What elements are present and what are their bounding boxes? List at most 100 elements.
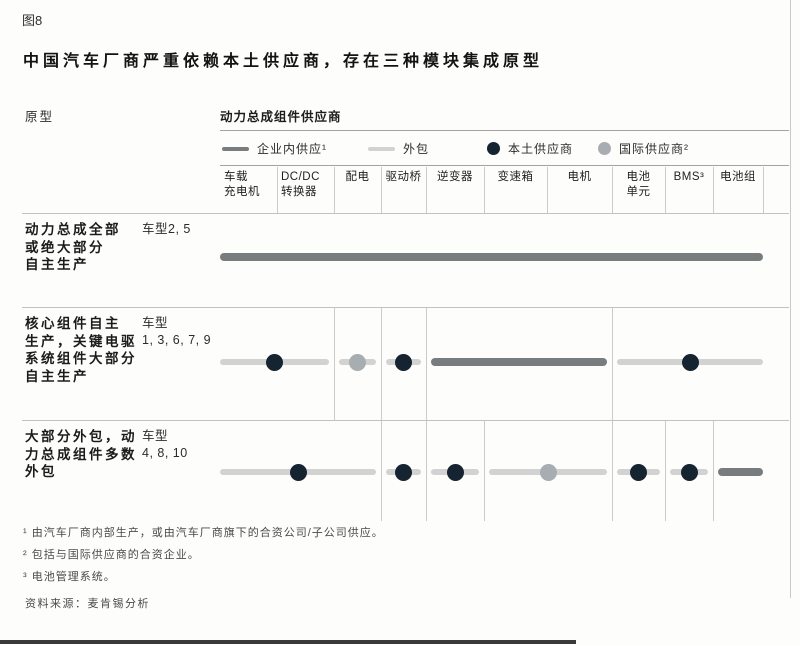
column-header: 电池单元 <box>612 170 665 200</box>
row-models: 车型 1, 3, 6, 7, 9 <box>142 315 211 349</box>
column-separator <box>484 421 485 521</box>
column-header: BMS³ <box>665 170 713 185</box>
row-models-line: 1, 3, 6, 7, 9 <box>142 333 212 347</box>
column-header-line: BMS³ <box>673 171 705 183</box>
local-supplier-dot <box>290 464 307 481</box>
in-house-supply-bar <box>220 253 763 261</box>
column-header-line: 驱动桥 <box>385 171 422 183</box>
row-divider <box>22 307 789 308</box>
in-house-supply-bar <box>431 358 607 366</box>
header-column-separator <box>763 167 764 213</box>
legend-label: 外包 <box>403 142 430 156</box>
scan-edge-bottom <box>0 640 576 644</box>
line-light-swatch-icon <box>368 146 395 151</box>
legend-bottom-rule <box>220 165 789 166</box>
row-models-line: 车型 <box>142 316 169 330</box>
international-supplier-dot <box>349 354 366 371</box>
row-archetype-line: 系统组件大部分 <box>25 351 137 366</box>
scan-edge-right <box>790 0 791 598</box>
row-divider <box>22 213 789 214</box>
column-header: 配电 <box>334 170 381 185</box>
column-separator <box>665 421 666 521</box>
header-column-separator <box>665 167 666 213</box>
local-supplier-dot <box>630 464 647 481</box>
row-archetype-line: 大部分外包，动 <box>25 429 137 444</box>
column-separator <box>713 421 714 521</box>
local-supplier-dot <box>447 464 464 481</box>
in-house-supply-bar <box>718 468 763 476</box>
column-header: 车载充电机 <box>224 170 277 200</box>
column-separator <box>426 421 427 521</box>
legend-label: 本土供应商 <box>508 142 574 156</box>
row-archetype-label: 核心组件自主生产，关键电驱系统组件大部分自主生产 <box>25 315 145 385</box>
column-header-line: 单元 <box>626 186 651 198</box>
local-supplier-dot <box>682 354 699 371</box>
row-archetype-line: 外包 <box>25 464 57 479</box>
local-supplier-dot <box>395 354 412 371</box>
legend-item: 外包 <box>368 140 429 157</box>
footnote: ² 包括与国际供应商的合资企业。 <box>23 549 200 561</box>
column-header-line: 变速箱 <box>497 171 534 183</box>
legend-label: 国际供应商² <box>619 142 689 156</box>
column-header-line: 电池 <box>626 171 651 183</box>
international-supplier-dot <box>540 464 557 481</box>
column-separator <box>334 308 335 420</box>
row-archetype-label: 大部分外包，动力总成组件多数外包 <box>25 428 145 481</box>
column-header-line: 转换器 <box>281 186 317 198</box>
row-models-line: 车型2, 5 <box>142 222 191 236</box>
header-column-separator <box>334 167 335 213</box>
column-header-line: 车载 <box>224 171 248 183</box>
column-header-line: 配电 <box>345 171 370 183</box>
column-header: 驱动桥 <box>381 170 426 185</box>
column-header: DC/DC 转换器 <box>281 170 334 200</box>
column-separator <box>381 421 382 521</box>
dot-gray-swatch-icon <box>598 142 611 155</box>
column-header-line: 电机 <box>567 171 592 183</box>
legend-item: 国际供应商² <box>598 140 689 157</box>
source-line: 资料来源：麦肯锡分析 <box>25 598 150 610</box>
row-archetype-line: 动力总成全部 <box>25 222 121 237</box>
column-separator <box>426 308 427 420</box>
column-header-line: 充电机 <box>224 186 260 198</box>
local-supplier-dot <box>266 354 283 371</box>
page-title: 中国汽车厂商严重依赖本土供应商，存在三种模块集成原型 <box>23 53 544 70</box>
legend-label: 企业内供应¹ <box>257 142 327 156</box>
column-header-line: DC/DC <box>281 171 320 183</box>
row-models: 车型2, 5 <box>142 221 191 238</box>
header-column-separator <box>277 167 278 213</box>
column-separator <box>612 421 613 521</box>
column-group-label: 动力总成组件供应商 <box>220 110 342 124</box>
dot-dark-swatch-icon <box>487 142 500 155</box>
footnote: ¹ 由汽车厂商内部生产，或由汽车厂商旗下的合资公司/子公司供应。 <box>23 527 384 539</box>
column-separator <box>381 308 382 420</box>
row-group-label: 原型 <box>25 110 55 124</box>
row-archetype-label: 动力总成全部或绝大部分自主生产 <box>25 221 145 274</box>
header-column-separator <box>484 167 485 213</box>
row-archetype-line: 生产，关键电驱 <box>25 333 137 349</box>
column-header: 电机 <box>547 170 612 185</box>
row-archetype-line: 力总成组件多数 <box>25 446 137 462</box>
column-header: 逆变器 <box>426 170 484 185</box>
local-supplier-dot <box>395 464 412 481</box>
row-archetype-line: 或绝大部分 <box>25 239 105 255</box>
footnotes: ¹ 由汽车厂商内部生产，或由汽车厂商旗下的合资公司/子公司供应。 ² 包括与国际供… <box>23 527 384 593</box>
line-dark-swatch-icon <box>222 146 249 151</box>
column-header: 变速箱 <box>484 170 547 185</box>
legend-top-rule <box>220 130 789 131</box>
header-column-separator <box>612 167 613 213</box>
header-column-separator <box>426 167 427 213</box>
column-separator <box>612 308 613 420</box>
column-header-line: 电池组 <box>720 171 756 183</box>
footnote: ³ 电池管理系统。 <box>23 571 116 583</box>
row-divider <box>22 420 789 421</box>
row-archetype-line: 自主生产 <box>25 257 89 272</box>
column-header-line: 逆变器 <box>437 171 473 183</box>
header-column-separator <box>381 167 382 213</box>
figure-number: 图8 <box>22 13 43 28</box>
row-models-line: 4, 8, 10 <box>142 446 188 460</box>
legend-item: 本土供应商 <box>487 140 573 157</box>
local-supplier-dot <box>681 464 698 481</box>
row-archetype-line: 自主生产 <box>25 368 89 384</box>
